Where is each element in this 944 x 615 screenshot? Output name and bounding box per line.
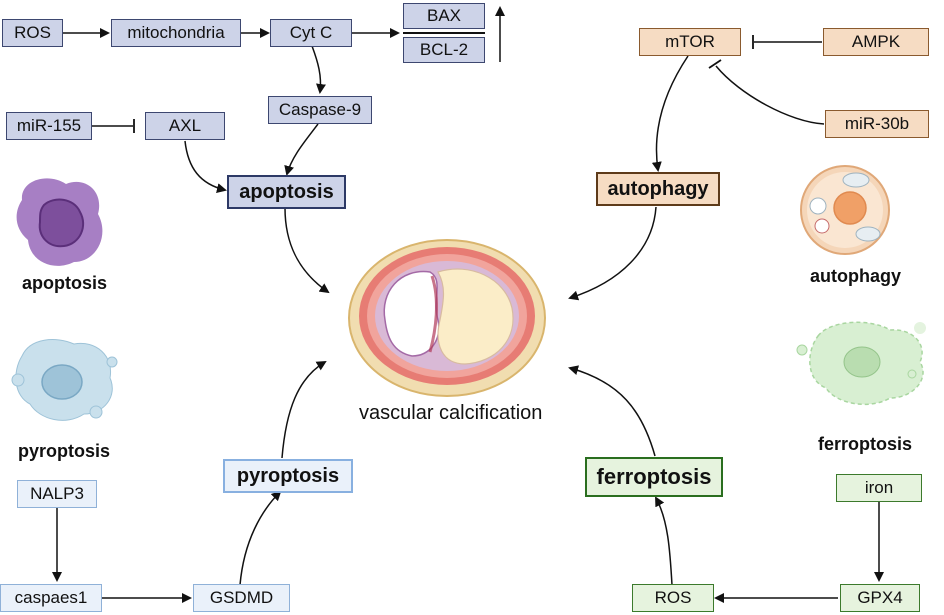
arrow-apoptosis-vc: [284, 207, 330, 294]
lumen: [383, 270, 440, 357]
node-ros-bottom: ROS: [632, 584, 714, 612]
pyroptosis-cell-icon: [11, 339, 118, 421]
node-caspase9: Caspase-9: [268, 96, 372, 124]
arrow-pyroptosis-vc: [281, 360, 327, 459]
calcified-plaque: [437, 268, 514, 365]
apoptosis-cell-icon: [16, 178, 103, 266]
arrow-cytc-caspase9: [311, 45, 326, 94]
arrow-caspase9-apoptosis: [284, 123, 319, 176]
arrow-gsdmd-pyroptosis: [239, 490, 282, 586]
node-mtor: mTOR: [639, 28, 741, 56]
node-bcl2: BCL-2: [403, 37, 485, 63]
node-mitochondria: mitochondria: [111, 19, 241, 47]
inhibit-mir30b-mtor: [715, 65, 825, 125]
node-mir30b: miR-30b: [825, 110, 929, 138]
node-autophagy: autophagy: [596, 172, 720, 206]
node-caspaes1: caspaes1: [0, 584, 102, 612]
caption-vascular-calcification: vascular calcification: [359, 402, 543, 424]
arrow-axl-apoptosis: [184, 140, 227, 193]
node-pyroptosis: pyroptosis: [223, 459, 353, 493]
node-bax: BAX: [403, 3, 485, 29]
cell-label-apoptosis: apoptosis: [22, 273, 108, 293]
node-gpx4: GPX4: [840, 584, 920, 612]
node-ros-top: ROS: [2, 19, 63, 47]
node-iron: iron: [836, 474, 922, 502]
node-ampk: AMPK: [823, 28, 929, 56]
node-axl: AXL: [145, 112, 225, 140]
node-cytc: Cyt C: [270, 19, 352, 47]
ferroptosis-cell-icon: [796, 321, 926, 406]
cell-label-autophagy: autophagy: [810, 266, 902, 286]
node-gsdmd: GSDMD: [193, 584, 290, 612]
arrow-mtor-autophagy: [651, 55, 689, 172]
arrow-ferroptosis-vc: [568, 365, 656, 457]
node-nalp3: NALP3: [17, 480, 97, 508]
arrow-autophagy-vc: [568, 206, 657, 301]
node-ferroptosis: ferroptosis: [585, 457, 723, 497]
cell-label-ferroptosis: ferroptosis: [818, 434, 913, 454]
node-mir155: miR-155: [6, 112, 92, 140]
arrow-ros-ferroptosis: [655, 496, 673, 586]
autophagy-cell-icon: [800, 165, 890, 255]
node-apoptosis: apoptosis: [227, 175, 346, 209]
cell-label-pyroptosis: pyroptosis: [18, 441, 111, 461]
inhibit-bar-mir30b: [708, 59, 722, 69]
